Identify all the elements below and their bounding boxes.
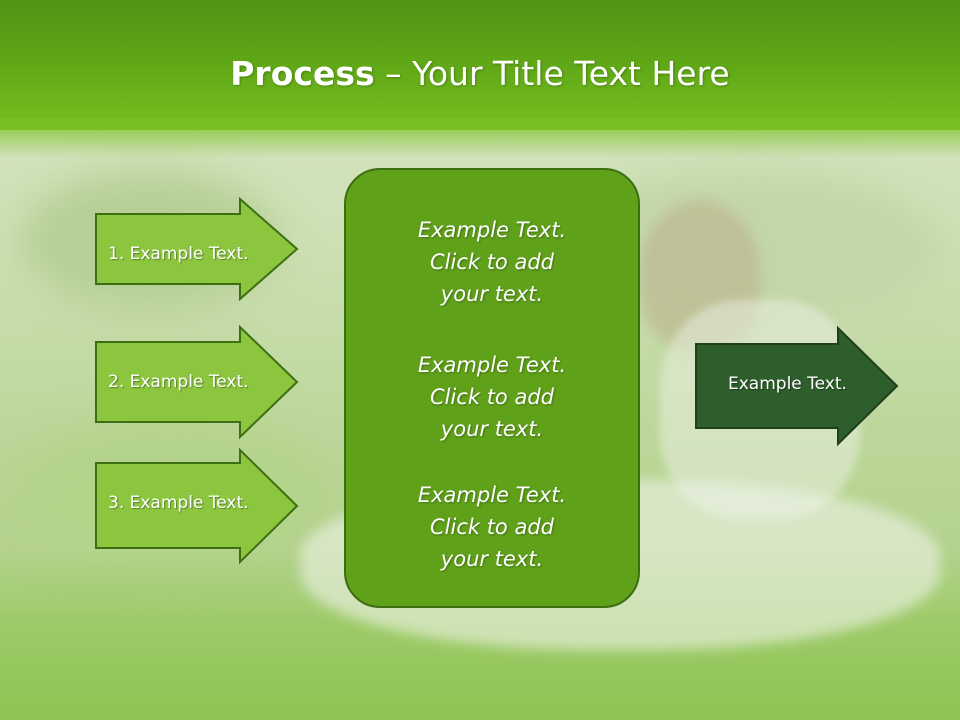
block-line: your text. <box>440 417 544 441</box>
header-band <box>0 0 960 130</box>
arrow-shape <box>95 447 299 565</box>
arrow-label: 1. Example Text. <box>108 244 249 264</box>
arrow-label: 3. Example Text. <box>108 493 249 513</box>
arrow-shape <box>695 325 899 447</box>
process-arrow-3[interactable]: 3. Example Text. <box>95 447 299 565</box>
arrow-label: 2. Example Text. <box>108 372 249 392</box>
text-block-2: Example Text. Click to add your text. <box>346 349 638 445</box>
block-line: Click to add <box>429 385 554 409</box>
title-rest: – Your Title Text Here <box>374 54 730 93</box>
process-arrow-1[interactable]: 1. Example Text. <box>95 196 299 302</box>
text-block-1: Example Text. Click to add your text. <box>346 214 638 310</box>
block-line: your text. <box>440 547 544 571</box>
center-text-box[interactable]: Example Text. Click to add your text. Ex… <box>344 168 640 608</box>
title-strong: Process <box>230 54 375 93</box>
block-line: Example Text. <box>417 483 567 507</box>
block-line: Example Text. <box>417 353 567 377</box>
process-arrow-2[interactable]: 2. Example Text. <box>95 324 299 440</box>
arrow-label: Example Text. <box>728 374 847 394</box>
arrow-shape <box>95 324 299 440</box>
block-line: Click to add <box>429 250 554 274</box>
block-line: Example Text. <box>417 218 567 242</box>
block-line: Click to add <box>429 515 554 539</box>
block-line: your text. <box>440 282 544 306</box>
text-block-3: Example Text. Click to add your text. <box>346 479 638 575</box>
result-arrow[interactable]: Example Text. <box>695 325 899 447</box>
arrow-shape <box>95 196 299 302</box>
page-title[interactable]: Process – Your Title Text Here <box>0 52 960 96</box>
